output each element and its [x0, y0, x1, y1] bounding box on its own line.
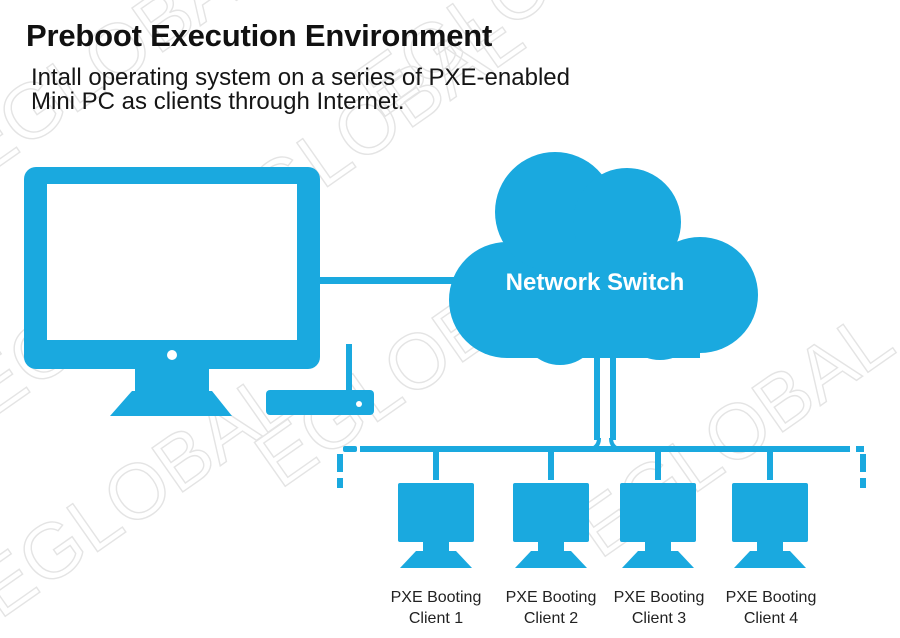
client-monitor-icon — [732, 483, 808, 568]
trunk-lines — [440, 355, 770, 452]
subtitle-line-1: Intall operating system on a series of P… — [31, 64, 570, 91]
cloud-label: Network Switch — [506, 269, 685, 296]
desktop-monitor-icon — [24, 167, 320, 416]
client-4-label-line2: Client 4 — [744, 610, 798, 627]
client-monitor-icon — [620, 483, 696, 568]
client-monitor-icon — [513, 483, 589, 568]
page-title: Preboot Execution Environment — [26, 18, 493, 53]
client-3-label-line1: PXE Booting — [614, 589, 705, 606]
bus-line — [337, 446, 866, 488]
client-3-label-line2: Client 3 — [632, 610, 686, 627]
client-1-label-line1: PXE Booting — [391, 589, 482, 606]
server-link-line — [318, 277, 478, 284]
client-2-label-line1: PXE Booting — [506, 589, 597, 606]
client-2-label-line2: Client 2 — [524, 610, 578, 627]
mini-pc-router-icon — [266, 344, 374, 415]
page-subtitle: Intall operating system on a series of P… — [31, 66, 570, 114]
client-monitor-icon — [398, 483, 474, 568]
subtitle-line-2: Mini PC as clients through Internet. — [31, 88, 405, 115]
client-drop-lines — [433, 448, 773, 480]
client-4-label-line1: PXE Booting — [726, 589, 817, 606]
client-1-label-line2: Client 1 — [409, 610, 463, 627]
cloud-icon — [449, 152, 758, 365]
